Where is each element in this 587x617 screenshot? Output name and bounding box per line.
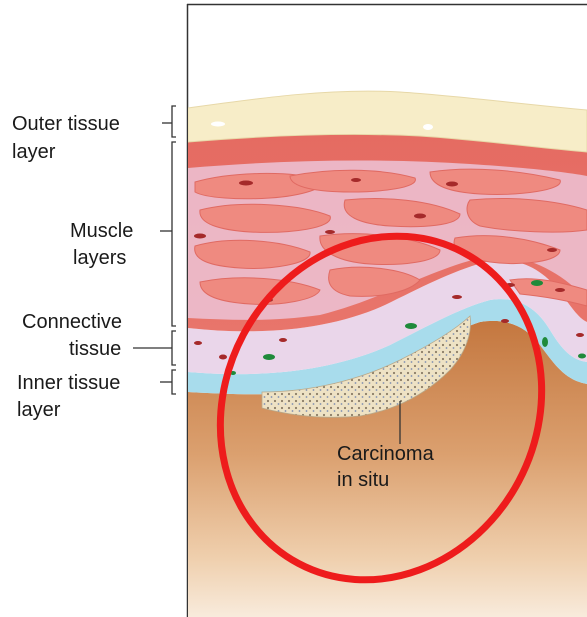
inner-tissue-label-line1: Inner tissue: [17, 372, 120, 394]
outer-tissue-label-line2: layer: [12, 141, 56, 163]
carcinoma-label-line1: Carcinoma: [337, 443, 435, 465]
carcinoma-label-line2: in situ: [337, 469, 389, 491]
inner-tissue-label-line2: layer: [17, 399, 61, 421]
muscle-layers-label-line2: layers: [73, 247, 126, 269]
connective-tissue-label-line1: Connective: [22, 311, 122, 333]
muscle-layers-label-line1: Muscle: [70, 220, 133, 242]
outer-tissue-label-line1: Outer tissue: [12, 113, 120, 135]
label-brackets: [133, 106, 176, 394]
connective-tissue-label-line2: tissue: [69, 338, 121, 360]
